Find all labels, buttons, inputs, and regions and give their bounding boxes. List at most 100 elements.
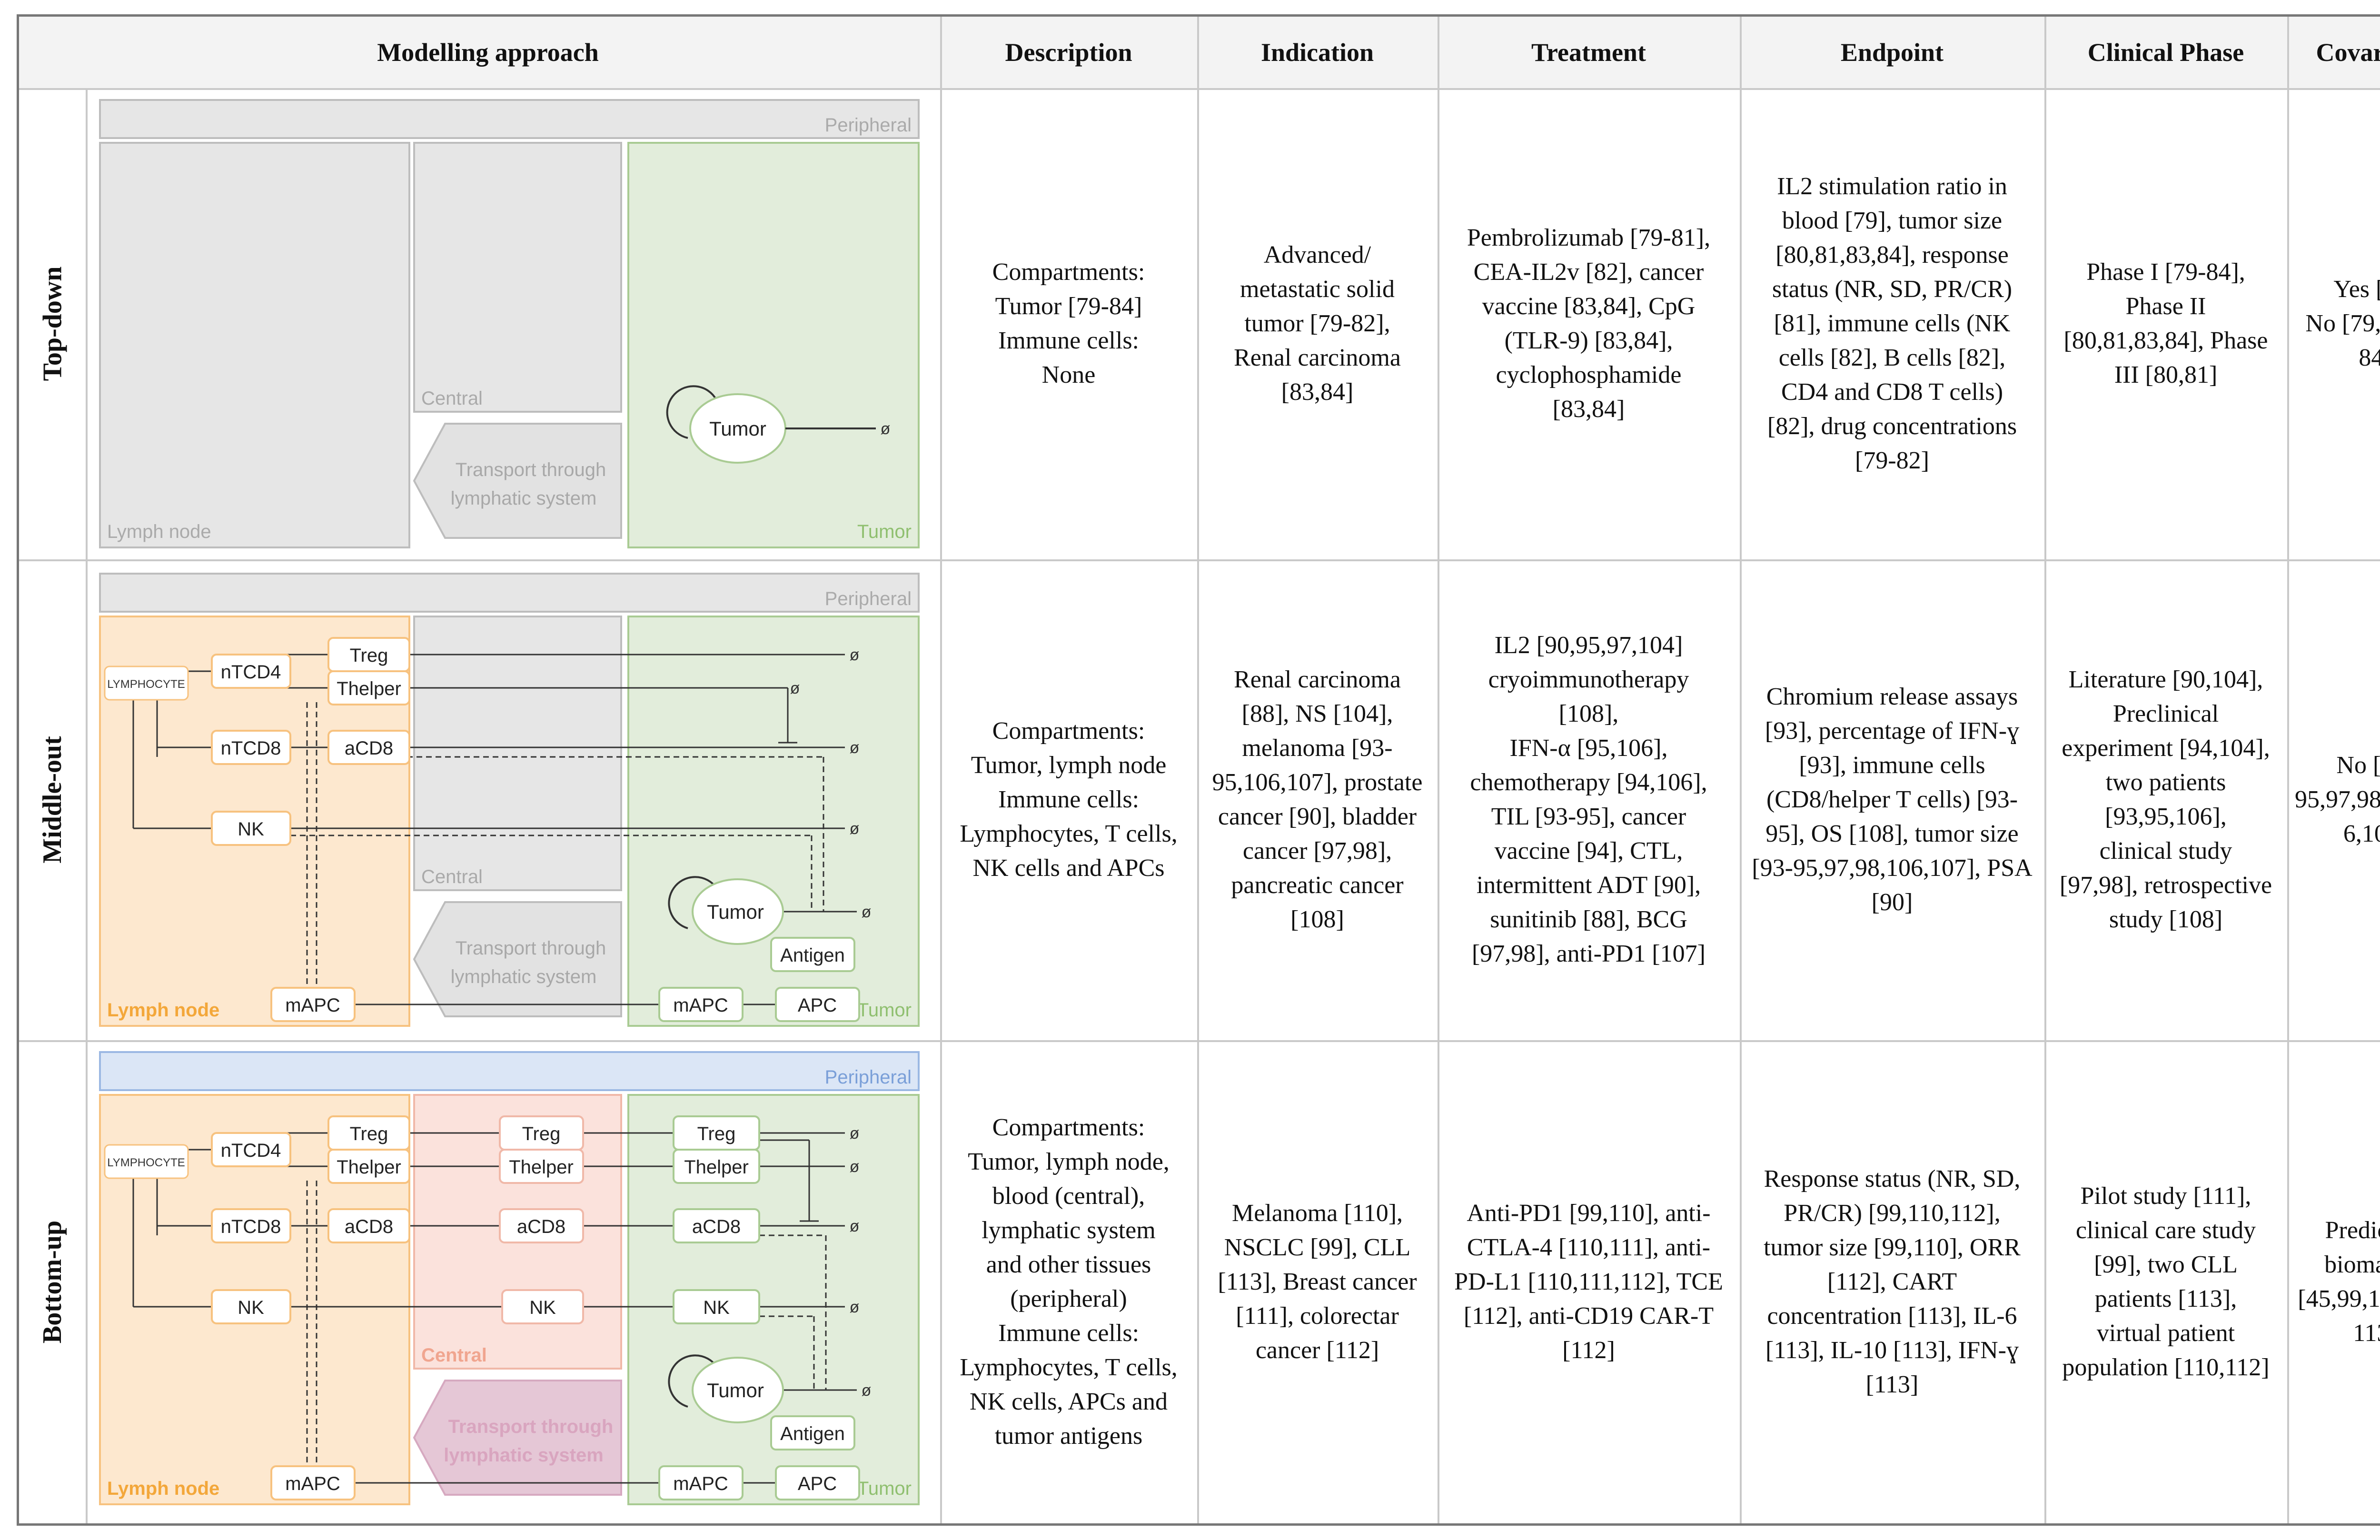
header-covariates: Covariates xyxy=(2316,38,2380,67)
tumor-compartment-label: Tumor xyxy=(857,1478,912,1499)
cell-clinical-phase: Literature [90,104], Preclinical experim… xyxy=(2059,666,2272,933)
svg-text:NK: NK xyxy=(238,1297,264,1318)
cell-indication: Advanced/ metastatic solid tumor [79-82]… xyxy=(1234,241,1401,406)
svg-text:aCD8: aCD8 xyxy=(692,1216,741,1237)
sink-symbol: ø xyxy=(850,1124,860,1143)
diagram-bottom-up: Peripheral Lymph node Central Transport … xyxy=(99,1051,920,1505)
thelper-node xyxy=(327,670,410,705)
svg-text:aCD8: aCD8 xyxy=(517,1216,565,1237)
lymph-node-compartment xyxy=(99,142,410,548)
svg-text:mAPC: mAPC xyxy=(673,1473,728,1494)
svg-text:NK: NK xyxy=(703,1297,730,1318)
antigen-node xyxy=(770,1415,855,1451)
ntcd4-node xyxy=(211,1132,291,1167)
peripheral-compartment xyxy=(99,99,920,139)
sink-symbol: ø xyxy=(850,739,860,757)
lymph-node-label: Lymph node xyxy=(107,1000,219,1021)
cell-indication: Melanoma [110], NSCLC [99], CLL [113], B… xyxy=(1218,1199,1417,1364)
tumor-acd8-node xyxy=(673,1208,760,1243)
diagram-top-down: Peripheral Lymph node Central Transport … xyxy=(99,99,920,548)
transport-arrow xyxy=(413,901,622,1017)
sink-symbol: ø xyxy=(790,679,800,697)
svg-text:mAPC: mAPC xyxy=(285,1473,340,1494)
tumor-compartment-label: Tumor xyxy=(857,1000,912,1021)
svg-text:Thelper: Thelper xyxy=(684,1157,749,1178)
header-treatment: Treatment xyxy=(1531,38,1646,67)
sink-symbol: ø xyxy=(850,1217,860,1235)
svg-text:NK: NK xyxy=(529,1297,556,1318)
lymph-node-label: Lymph node xyxy=(107,521,211,542)
svg-text:nTCD4: nTCD4 xyxy=(221,1140,281,1161)
cell-endpoint: Chromium release assays [93], percentage… xyxy=(1752,683,2033,916)
sink-symbol: ø xyxy=(862,1381,872,1400)
row-label-middle-out: Middle-out xyxy=(38,736,67,864)
tumor-compartment-label: Tumor xyxy=(857,521,912,542)
svg-text:Antigen: Antigen xyxy=(780,1423,845,1444)
nk-node xyxy=(211,1289,291,1324)
mapc-tumor-node xyxy=(658,1465,744,1500)
cell-description: Compartments: Tumor, lymph node Immune c… xyxy=(960,717,1178,882)
cell-treatment: IL2 [90,95,97,104] cryoimmunotherapy [10… xyxy=(1470,632,1707,967)
cell-treatment: Anti-PD1 [99,110], anti- CTLA-4 [110,111… xyxy=(1454,1199,1723,1364)
svg-text:Treg: Treg xyxy=(350,645,388,666)
lymphocyte-label: LYMPHOCYTE xyxy=(107,1156,185,1169)
svg-text:Thelper: Thelper xyxy=(509,1157,574,1178)
svg-text:nTCD8: nTCD8 xyxy=(221,738,281,759)
cell-covariates: Predictive biomarker [45,99,110,112, 113… xyxy=(2298,1216,2380,1347)
svg-text:nTCD8: nTCD8 xyxy=(221,1216,281,1237)
transport-label-line1: Transport through xyxy=(456,459,606,480)
tumor-cell xyxy=(692,878,784,945)
sink-symbol: ø xyxy=(881,420,891,438)
tumor-cell-label: Tumor xyxy=(707,1379,764,1401)
cell-description: Compartments: Tumor [79-84] Immune cells… xyxy=(992,258,1145,388)
svg-text:aCD8: aCD8 xyxy=(345,1216,393,1237)
lymphocyte-node xyxy=(104,666,189,701)
tumor-cell-label: Tumor xyxy=(707,901,764,923)
svg-text:nTCD4: nTCD4 xyxy=(221,662,281,683)
peripheral-compartment xyxy=(99,573,920,613)
sink-symbol: ø xyxy=(862,903,872,921)
svg-text:mAPC: mAPC xyxy=(285,995,340,1016)
tumor-nk-node xyxy=(673,1289,760,1324)
tumor-cell-label: Tumor xyxy=(709,417,766,440)
ntcd8-node xyxy=(211,1208,291,1243)
transport-arrow xyxy=(413,423,622,539)
row-label-top-down: Top-down xyxy=(38,266,68,381)
central-label: Central xyxy=(421,388,483,409)
acd8-node xyxy=(327,730,410,765)
transport-label-line1: Transport through xyxy=(448,1416,614,1437)
diagram-middle-out: Peripheral Lymph node Central Transport … xyxy=(99,573,920,1027)
svg-text:Thelper: Thelper xyxy=(337,678,401,699)
svg-text:aCD8: aCD8 xyxy=(345,738,393,759)
svg-text:Treg: Treg xyxy=(697,1123,736,1144)
nk-node xyxy=(211,811,291,846)
header-modelling-approach: Modelling approach xyxy=(377,38,599,67)
svg-text:Treg: Treg xyxy=(522,1123,561,1144)
svg-text:APC: APC xyxy=(798,995,837,1016)
central-compartment xyxy=(413,142,622,413)
tumor-compartment xyxy=(627,142,920,548)
header-clinical-phase: Clinical Phase xyxy=(2087,38,2244,67)
apc-node xyxy=(775,987,860,1022)
table-header-row: Modelling approach Description Indicatio… xyxy=(19,17,2380,88)
central-acd8-node xyxy=(499,1208,584,1243)
mapc-node xyxy=(270,987,356,1022)
svg-text:Antigen: Antigen xyxy=(780,945,845,966)
cell-description: Compartments: Tumor, lymph node, blood (… xyxy=(960,1113,1178,1450)
mapc-node xyxy=(270,1465,356,1500)
cell-endpoint: IL2 stimulation ratio in blood [79], tum… xyxy=(1767,173,2017,474)
tumor-cell xyxy=(692,1357,784,1423)
transport-arrow xyxy=(413,1380,622,1496)
sink-symbol: ø xyxy=(850,646,860,664)
lymphocyte-label: LYMPHOCYTE xyxy=(107,678,185,691)
apc-node xyxy=(775,1465,860,1500)
tumor-growth-loop xyxy=(668,1354,717,1408)
transport-label-line1: Transport through xyxy=(456,938,606,959)
lymphocyte-node xyxy=(104,1144,189,1179)
ntcd8-node xyxy=(211,730,291,765)
svg-text:NK: NK xyxy=(238,819,264,840)
sink-symbol: ø xyxy=(850,1298,860,1316)
central-thelper-node xyxy=(499,1149,584,1184)
central-compartment xyxy=(413,616,622,891)
cell-endpoint: Response status (NR, SD, PR/CR) [99,110,… xyxy=(1764,1165,2021,1398)
